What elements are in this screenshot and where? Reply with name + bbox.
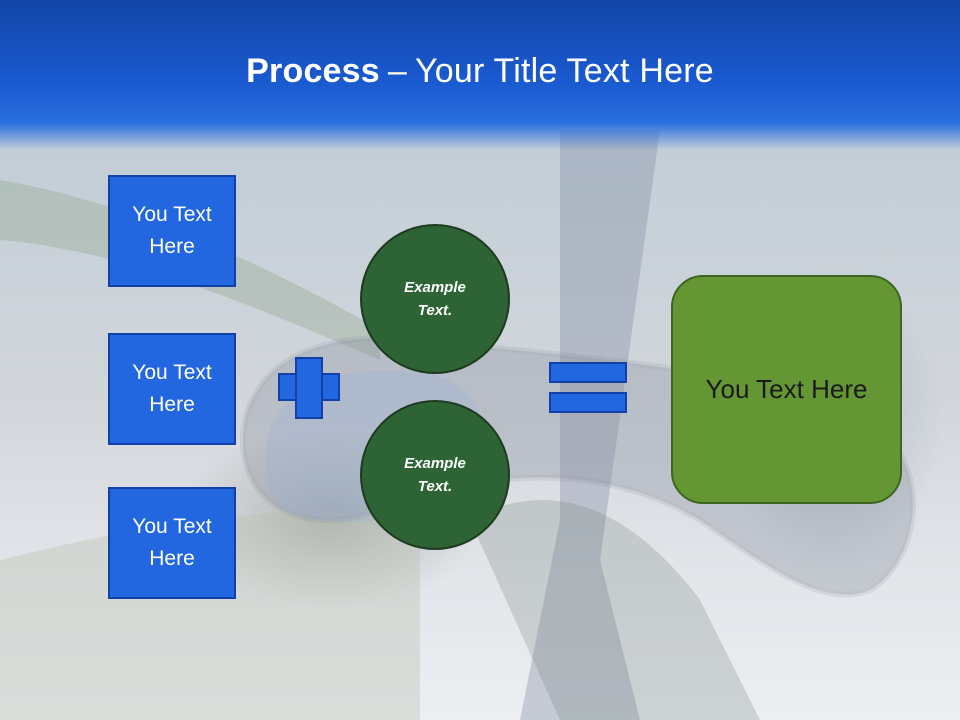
example-circle-2-label: Example Text. [404,455,466,495]
example-circle-1: Example Text. [360,224,510,374]
header-band [0,0,960,150]
equals-icon-top-bar [549,362,627,383]
result-box: You Text Here [671,275,902,504]
example-circle-2: Example Text. [360,400,510,550]
input-box-3-label: You Text Here [132,515,212,570]
equals-icon-bottom-bar [549,392,627,413]
title-rest: Your Title Text Here [415,52,714,90]
input-box-2: You Text Here [108,333,236,445]
title-bold-part: Process [246,52,380,90]
slide-title: Process–Your Title Text Here [0,52,960,91]
input-box-3: You Text Here [108,487,236,599]
input-box-1: You Text Here [108,175,236,287]
input-box-2-label: You Text Here [132,361,212,416]
title-dash: – [387,52,407,90]
example-circle-1-label: Example Text. [404,279,466,319]
plus-icon-vertical [295,357,323,419]
result-box-label: You Text Here [705,374,868,404]
input-box-1-label: You Text Here [132,203,212,258]
